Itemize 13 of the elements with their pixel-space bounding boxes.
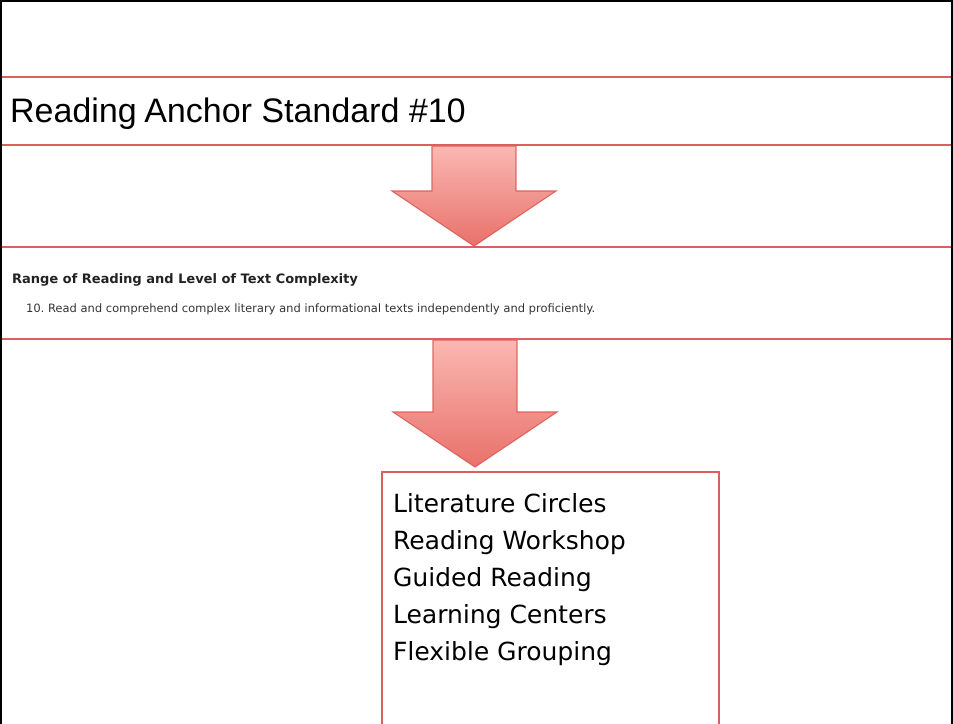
band-heading: Reading Anchor Standard #10 bbox=[10, 94, 466, 128]
block-arrow bbox=[390, 145, 558, 247]
standard-heading: Range of Reading and Level of Text Complexity bbox=[12, 271, 359, 289]
title-band bbox=[2, 76, 951, 146]
list-item: Guided Reading bbox=[393, 562, 593, 594]
list-item: Learning Centers bbox=[393, 599, 608, 631]
standard-text: 10. Read and comprehend complex literary and informational texts independently and proficiently. bbox=[25, 300, 596, 316]
standard-band bbox=[2, 246, 951, 340]
list-item: Flexible Grouping bbox=[393, 636, 613, 668]
strategy-box bbox=[381, 471, 720, 724]
list-item: Reading Workshop bbox=[393, 525, 627, 557]
list-item: Literature Circles bbox=[393, 488, 608, 520]
block-arrow bbox=[391, 339, 559, 468]
